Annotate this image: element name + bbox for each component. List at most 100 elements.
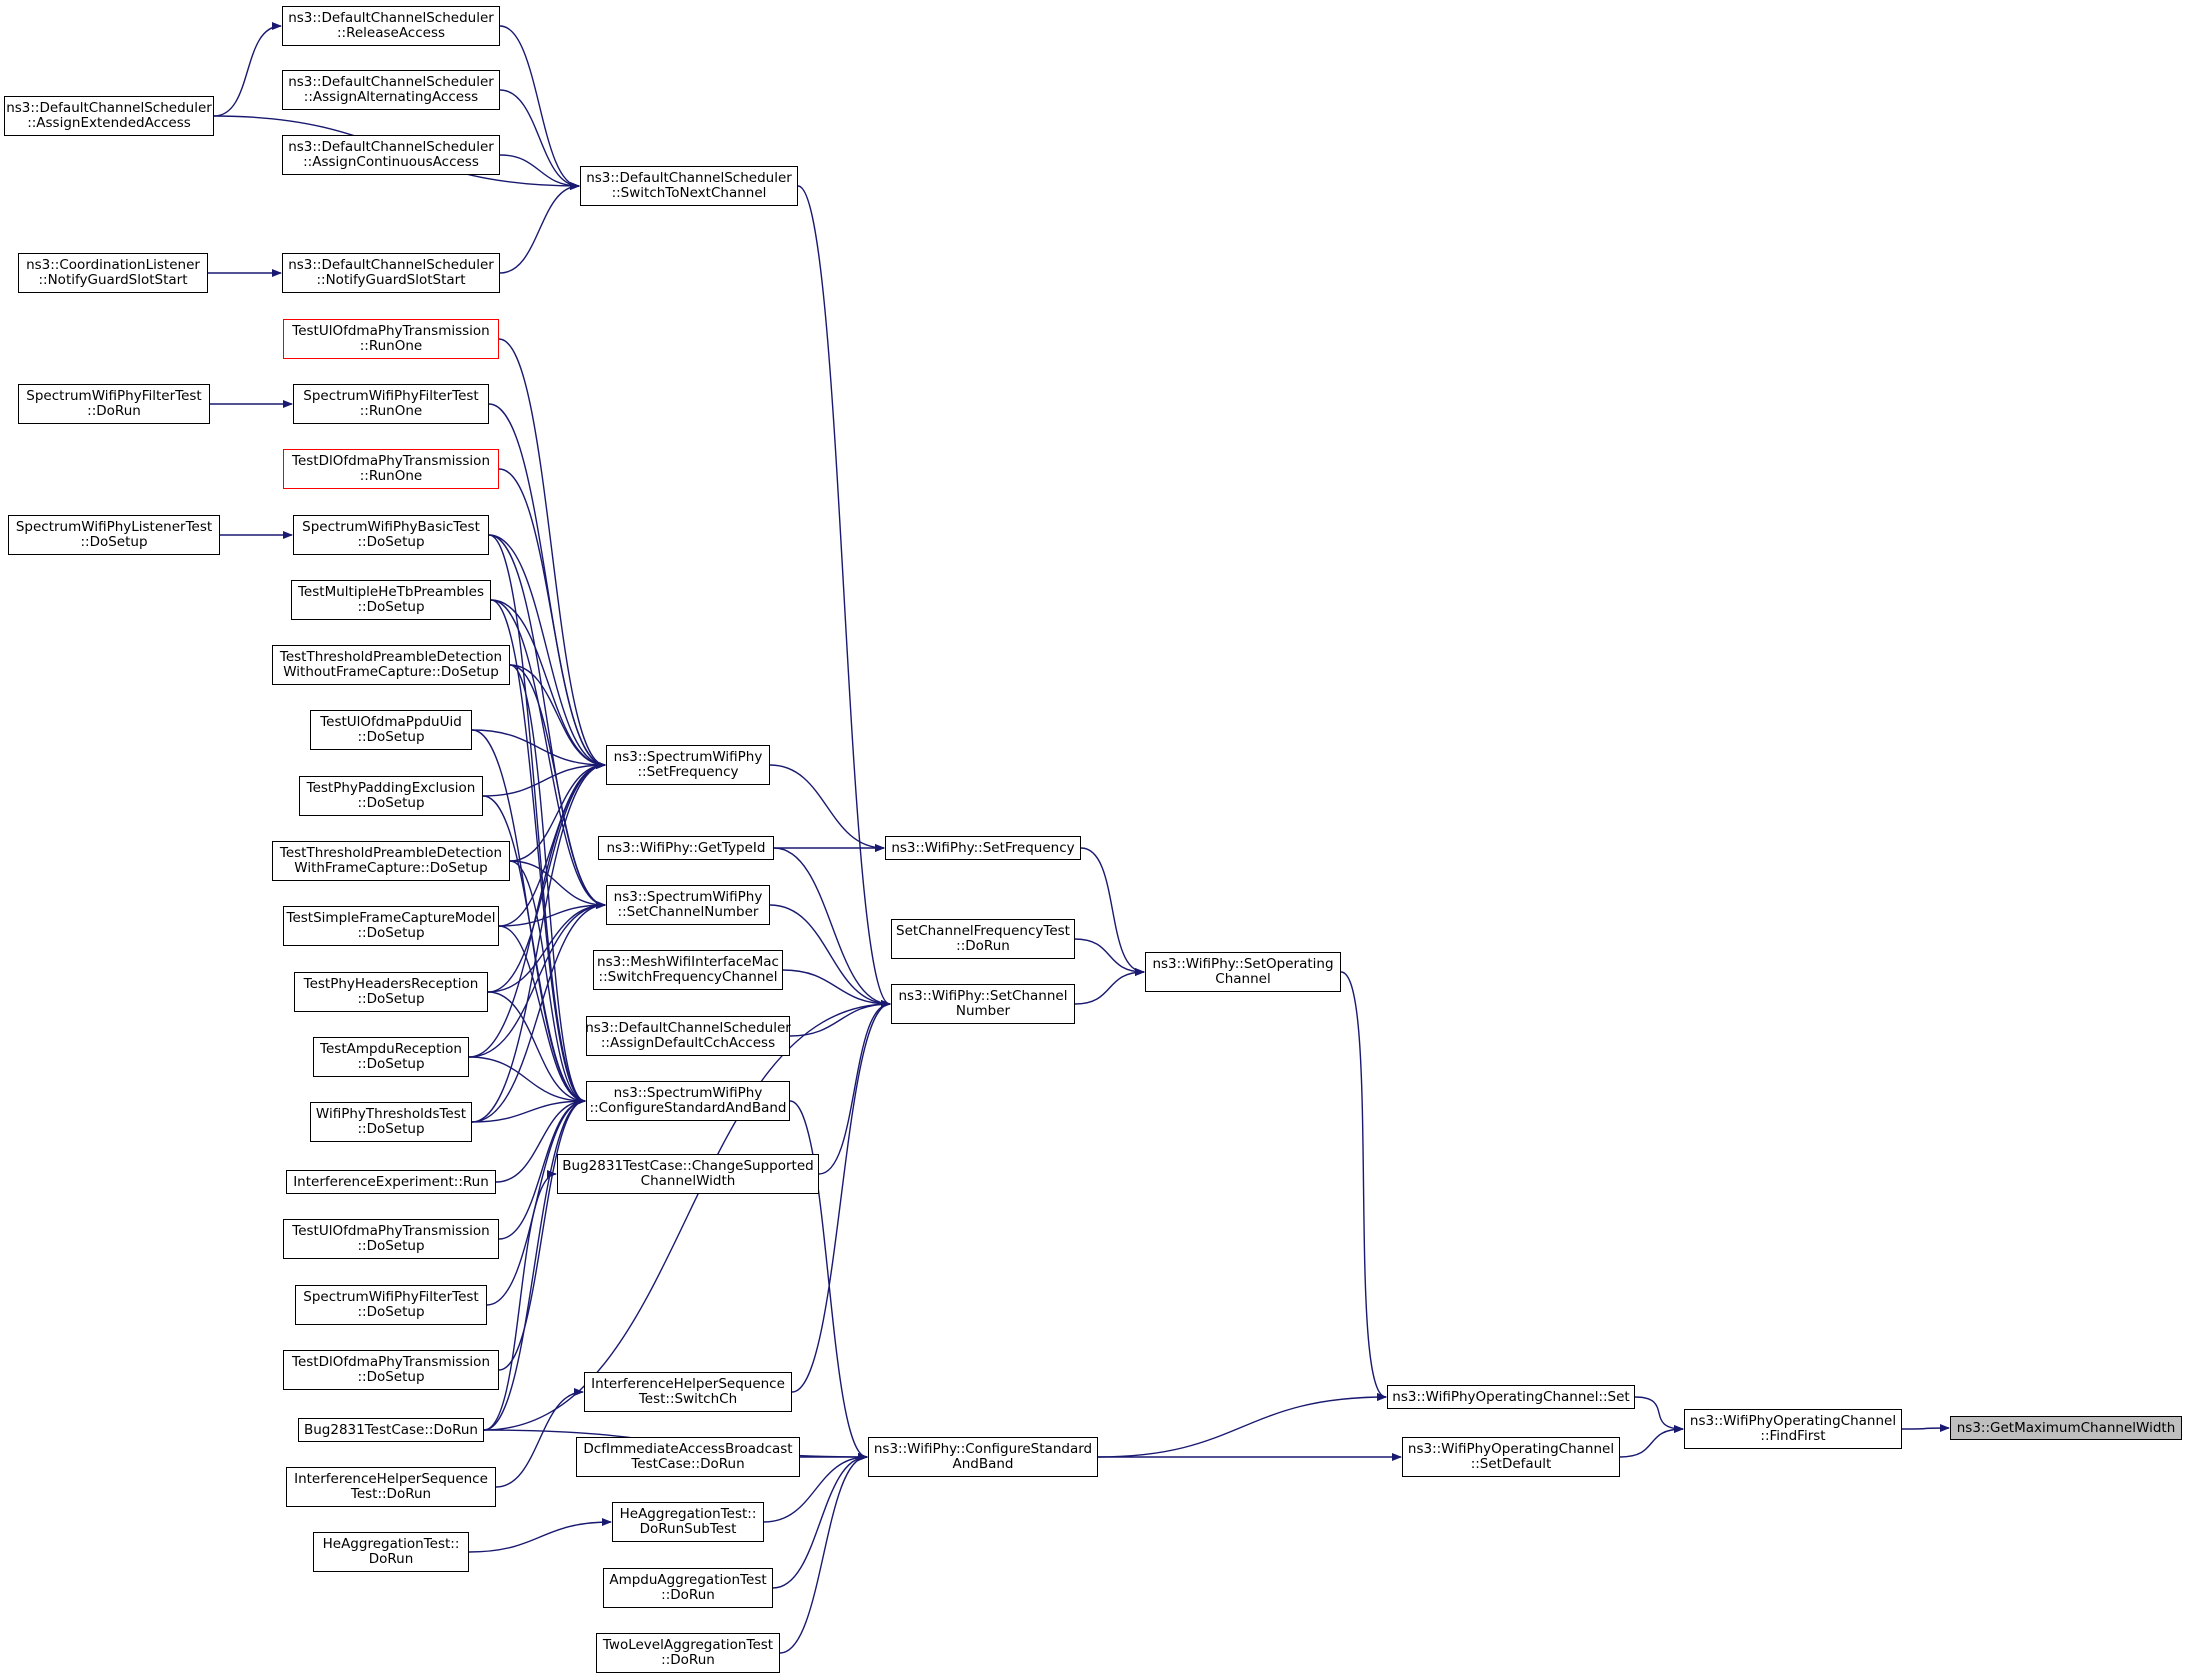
call-edge xyxy=(213,22,282,117)
call-edge xyxy=(773,847,891,1008)
graph-node[interactable]: SetChannelFrequencyTest::DoRun xyxy=(891,919,1075,959)
graph-node[interactable]: ns3::DefaultChannelScheduler::AssignDefa… xyxy=(585,1016,791,1056)
graph-node-label: ::DoSetup xyxy=(357,1121,425,1137)
graph-node[interactable]: SpectrumWifiPhyFilterTest::DoRun xyxy=(18,384,210,424)
call-edge xyxy=(498,925,586,1105)
graph-node[interactable]: SpectrumWifiPhyFilterTest::DoSetup xyxy=(295,1285,487,1325)
graph-node-label: ::DoRun xyxy=(87,403,141,419)
graph-node-label: DcfImmediateAccessBroadcast xyxy=(583,1441,793,1457)
call-edge xyxy=(782,969,891,1008)
graph-node[interactable]: SpectrumWifiPhyBasicTest::DoSetup xyxy=(293,515,489,555)
graph-node-label: ::NotifyGuardSlotStart xyxy=(38,272,188,288)
graph-node-label: ::DoRun xyxy=(661,1587,715,1603)
graph-node[interactable]: TestAmpduReception::DoSetup xyxy=(313,1037,469,1077)
call-edge xyxy=(1097,1393,1387,1458)
graph-node-label: ::DoSetup xyxy=(357,925,425,941)
graph-node[interactable]: TestDlOfdmaPhyTransmission::DoSetup xyxy=(283,1350,499,1390)
call-edge xyxy=(490,599,586,1105)
graph-node-label: ::DoSetup xyxy=(357,1304,425,1320)
graph-node[interactable]: HeAggregationTest::DoRun xyxy=(313,1532,469,1572)
graph-node[interactable]: WifiPhyThresholdsTest::DoSetup xyxy=(310,1102,472,1142)
graph-node-label: ns3::WifiPhyOperatingChannel::Set xyxy=(1392,1388,1630,1405)
graph-node[interactable]: ns3::DefaultChannelScheduler::SwitchToNe… xyxy=(580,166,798,206)
call-edge xyxy=(468,761,606,1058)
graph-node[interactable]: TestMultipleHeTbPreambles::DoSetup xyxy=(291,580,491,620)
call-edge xyxy=(488,534,586,1105)
call-edge xyxy=(789,1100,868,1461)
graph-node[interactable]: SpectrumWifiPhyFilterTest::RunOne xyxy=(293,384,489,424)
graph-node[interactable]: ns3::WifiPhyOperatingChannel::Set xyxy=(1387,1385,1635,1409)
graph-node[interactable]: ns3::WifiPhy::GetTypeId xyxy=(598,836,774,860)
graph-node-label: SpectrumWifiPhyFilterTest xyxy=(303,1289,479,1305)
graph-node[interactable]: ns3::MeshWifiInterfaceMac::SwitchFrequen… xyxy=(593,950,783,990)
graph-node-label: ::RunOne xyxy=(359,338,423,354)
call-edge xyxy=(482,761,606,797)
graph-node-label: ::DoSetup xyxy=(357,991,425,1007)
graph-node[interactable]: SpectrumWifiPhyListenerTest::DoSetup xyxy=(8,515,220,555)
graph-node[interactable]: TestPhyHeadersReception::DoSetup xyxy=(294,972,488,1012)
graph-node[interactable]: ns3::SpectrumWifiPhy::SetChannelNumber xyxy=(606,885,770,925)
graph-node[interactable]: TestSimpleFrameCaptureModel::DoSetup xyxy=(283,906,499,946)
call-edge xyxy=(498,901,606,927)
graph-node[interactable]: TestUlOfdmaPhyTransmission::DoSetup xyxy=(283,1219,499,1259)
graph-node[interactable]: ns3::WifiPhy::SetFrequency xyxy=(885,836,1081,860)
graph-node[interactable]: ns3::GetMaximumChannelWidth xyxy=(1950,1416,2182,1440)
graph-node[interactable]: TestPhyPaddingExclusion::DoSetup xyxy=(299,776,483,816)
graph-node-label: ns3::WifiPhyOperatingChannel xyxy=(1689,1413,1897,1429)
graph-node-label: ::DoRun xyxy=(956,938,1010,954)
graph-node[interactable]: ns3::SpectrumWifiPhy::ConfigureStandardA… xyxy=(586,1081,790,1121)
graph-node[interactable]: ns3::DefaultChannelScheduler::ReleaseAcc… xyxy=(282,6,500,46)
graph-node[interactable]: InterferenceExperiment::Run xyxy=(286,1170,496,1194)
call-edge xyxy=(1074,938,1145,976)
graph-node[interactable]: ns3::DefaultChannelScheduler::AssignAlte… xyxy=(282,70,500,110)
graph-node[interactable]: HeAggregationTest::DoRunSubTest xyxy=(612,1502,764,1542)
call-edge xyxy=(789,1000,891,1037)
graph-node[interactable]: TestUlOfdmaPpduUid::DoSetup xyxy=(310,710,472,750)
graph-node-label: TestCase::DoRun xyxy=(631,1456,745,1472)
graph-node[interactable]: ns3::WifiPhyOperatingChannel::SetDefault xyxy=(1402,1437,1620,1477)
graph-node-label: ns3::SpectrumWifiPhy xyxy=(613,889,763,905)
graph-node-label: ChannelWidth xyxy=(640,1173,736,1189)
graph-node-label: SetChannelFrequencyTest xyxy=(896,923,1070,939)
graph-node-label: ::DoSetup xyxy=(80,534,148,550)
graph-node[interactable]: Bug2831TestCase::DoRun xyxy=(298,1418,484,1442)
graph-node-label: ns3::WifiPhy::SetChannel xyxy=(898,988,1068,1004)
graph-node[interactable]: ns3::WifiPhyOperatingChannel::FindFirst xyxy=(1684,1409,1902,1449)
graph-node-label: ::ReleaseAccess xyxy=(336,25,446,41)
call-edge xyxy=(468,1056,586,1105)
graph-node-label: ::DoSetup xyxy=(357,1369,425,1385)
graph-node-label: ::SwitchToNextChannel xyxy=(611,185,767,201)
graph-node-label: ns3::MeshWifiInterfaceMac xyxy=(597,954,779,970)
graph-node-label: ns3::DefaultChannelScheduler xyxy=(288,257,494,273)
call-edge xyxy=(483,1097,586,1431)
graph-node[interactable]: ns3::SpectrumWifiPhy::SetFrequency xyxy=(606,745,770,785)
graph-node-label: ::SwitchFrequencyChannel xyxy=(598,969,778,985)
call-edge xyxy=(1080,847,1145,976)
graph-node-label: InterferenceHelperSequence xyxy=(591,1376,785,1392)
call-edge xyxy=(797,185,891,1008)
graph-node[interactable]: TestDlOfdmaPhyTransmission::RunOne xyxy=(283,449,499,489)
graph-node-label: ns3::SpectrumWifiPhy xyxy=(613,1085,763,1101)
graph-node[interactable]: TestUlOfdmaPhyTransmission::RunOne xyxy=(283,319,499,359)
call-edge xyxy=(791,1000,891,1393)
call-edge xyxy=(499,89,580,190)
graph-node[interactable]: ns3::CoordinationListener::NotifyGuardSl… xyxy=(18,253,208,293)
graph-node[interactable]: ns3::DefaultChannelScheduler::AssignExte… xyxy=(4,96,214,136)
graph-node-label: ns3::DefaultChannelScheduler xyxy=(288,10,494,26)
call-edge xyxy=(818,1000,891,1175)
call-edge xyxy=(490,599,606,909)
graph-node[interactable]: ns3::DefaultChannelScheduler::NotifyGuar… xyxy=(282,253,500,293)
graph-node[interactable]: AmpduAggregationTest::DoRun xyxy=(603,1568,773,1608)
graph-node[interactable]: TwoLevelAggregationTest::DoRun xyxy=(596,1633,780,1673)
graph-node[interactable]: ns3::DefaultChannelScheduler::AssignCont… xyxy=(282,135,500,175)
